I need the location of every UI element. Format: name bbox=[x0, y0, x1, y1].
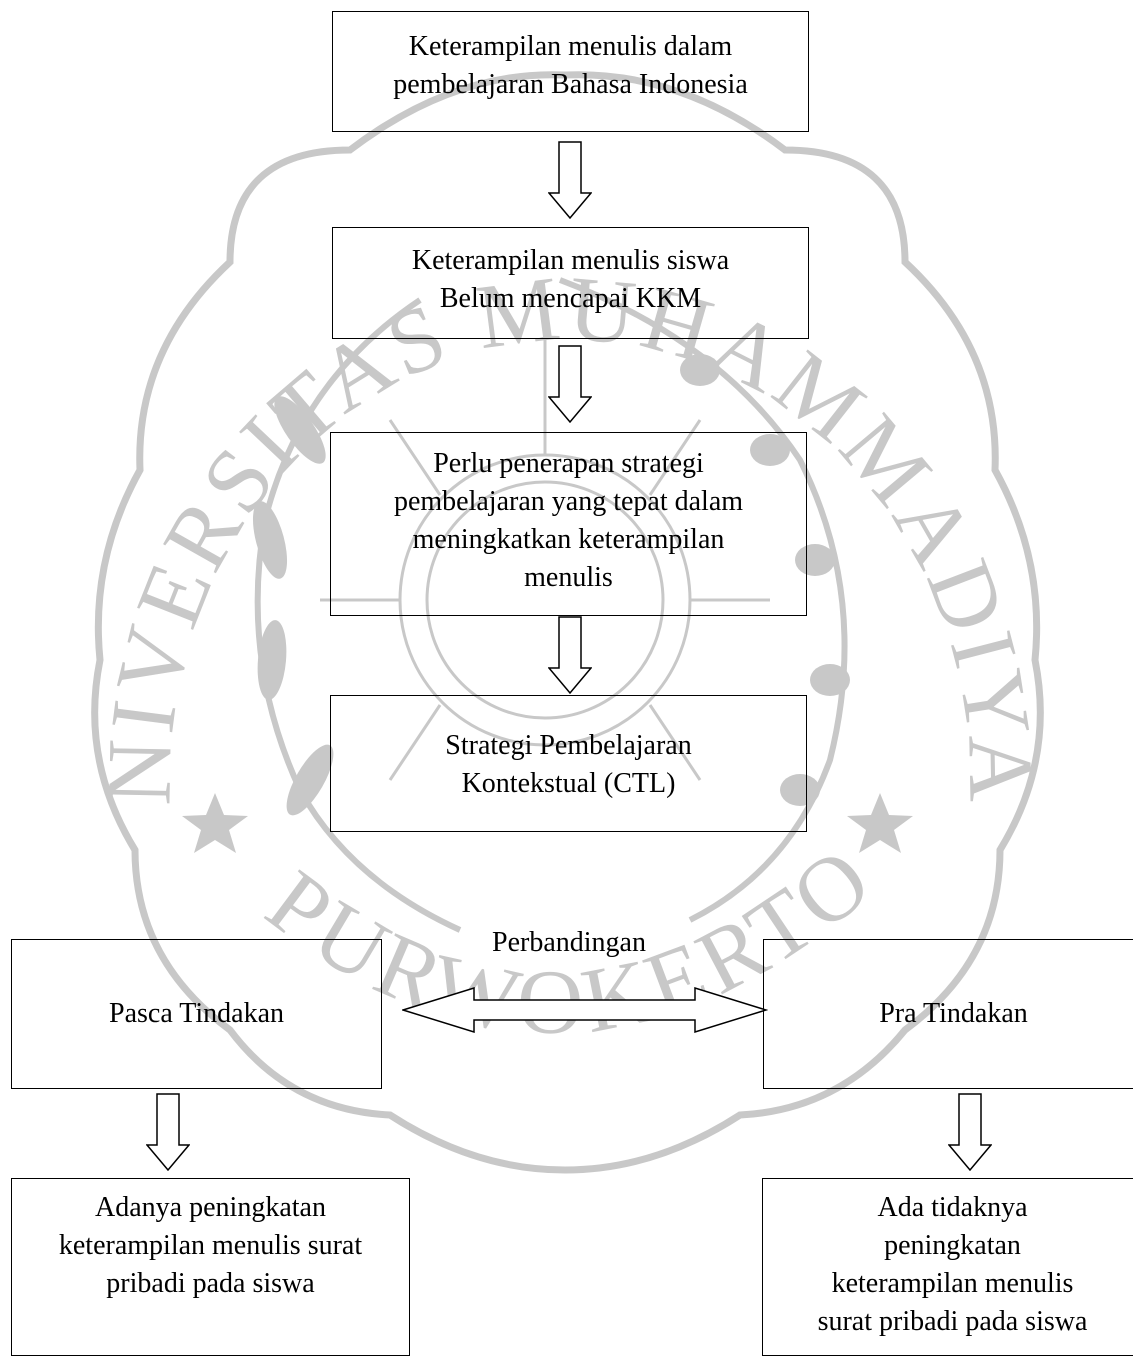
down-arrow-icon bbox=[548, 345, 592, 423]
down-arrow-icon bbox=[948, 1093, 992, 1171]
post-action-box: Pasca Tindakan bbox=[11, 939, 382, 1089]
box-line: keterampilan menulis bbox=[831, 1268, 1074, 1299]
box-line: keterampilan menulis surat bbox=[58, 1230, 363, 1261]
box-line: pembelajaran yang tepat dalam bbox=[393, 486, 744, 517]
box-line: Belum mencapai KKM bbox=[439, 283, 702, 314]
seal-berry bbox=[780, 774, 820, 806]
box-line: meningkatkan keterampilan bbox=[412, 524, 725, 555]
seal-sun-ray bbox=[648, 704, 702, 781]
improvement-result-box: Adanya peningkatan keterampilan menulis … bbox=[11, 1178, 410, 1356]
double-arrow-icon bbox=[402, 987, 768, 1033]
box-line: Adanya peningkatan bbox=[95, 1192, 326, 1223]
seal-star-icon bbox=[847, 793, 913, 853]
seal-leaf bbox=[257, 620, 287, 700]
box-line: peningkatan bbox=[884, 1230, 1021, 1261]
down-arrow-icon bbox=[548, 141, 592, 219]
seal-wreath-right bbox=[558, 277, 848, 923]
seal-berry bbox=[795, 544, 835, 576]
post-action-label: Pasca Tindakan bbox=[109, 998, 284, 1029]
skill-context-box: Keterampilan menulis dalam pembelajaran … bbox=[332, 11, 809, 132]
seal-berry bbox=[750, 434, 790, 466]
seal-leaf bbox=[286, 744, 334, 816]
down-arrow-icon bbox=[548, 616, 592, 694]
seal-berry bbox=[680, 354, 720, 386]
box-line: Kontekstual (CTL) bbox=[461, 768, 676, 799]
box-line: surat pribadi pada siswa bbox=[817, 1306, 1088, 1337]
need-strategy-box: Perlu penerapan strategi pembelajaran ya… bbox=[330, 432, 807, 616]
box-line: menulis bbox=[524, 562, 613, 593]
pre-action-box: Pra Tindakan bbox=[763, 939, 1133, 1089]
box-line: Ada tidaknya bbox=[877, 1192, 1028, 1223]
box-line: Keterampilan menulis dalam bbox=[408, 31, 733, 62]
ctl-strategy-box: Strategi Pembelajaran Kontekstual (CTL) bbox=[330, 695, 807, 832]
seal-leaf bbox=[274, 396, 326, 464]
seal-leaf bbox=[252, 501, 288, 579]
box-line: Keterampilan menulis siswa bbox=[411, 245, 730, 276]
box-line: Perlu penerapan strategi bbox=[433, 448, 704, 479]
outcome-check-box: Ada tidaknya peningkatan keterampilan me… bbox=[762, 1178, 1133, 1356]
box-line: Strategi Pembelajaran bbox=[445, 730, 692, 761]
down-arrow-icon bbox=[146, 1093, 190, 1171]
box-line: pembelajaran Bahasa Indonesia bbox=[393, 69, 748, 100]
seal-outer-border bbox=[91, 71, 1044, 1174]
pre-action-label: Pra Tindakan bbox=[879, 998, 1028, 1029]
box-line: pribadi pada siswa bbox=[106, 1268, 315, 1299]
problem-box: Keterampilan menulis siswa Belum mencapa… bbox=[332, 227, 809, 339]
seal-sun-ray bbox=[388, 704, 442, 781]
seal-star-icon bbox=[182, 793, 248, 853]
seal-center-ring bbox=[425, 480, 665, 720]
comparison-label: Perbandingan bbox=[492, 927, 646, 958]
seal-wreath-left bbox=[254, 297, 462, 933]
seal-berry bbox=[810, 664, 850, 696]
